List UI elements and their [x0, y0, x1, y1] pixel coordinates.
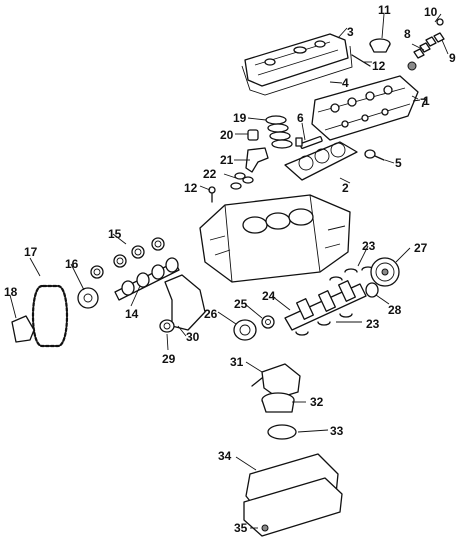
camshaft: [114, 257, 180, 301]
oil-pickup: [261, 392, 295, 413]
callout-23a: 23: [362, 239, 376, 253]
head-gasket: [284, 141, 358, 181]
callout-7: 7: [420, 96, 427, 110]
pushrod: [351, 54, 371, 67]
main-bearings-top: [329, 266, 375, 281]
crankshaft: [284, 280, 367, 331]
callout-32: 32: [310, 395, 324, 409]
engine-block: [199, 194, 351, 283]
callout-15: 15: [108, 227, 122, 241]
callout-20: 20: [220, 128, 234, 142]
lifter-guide: [247, 129, 259, 141]
valve-lifter: [265, 115, 293, 149]
front-seal: [159, 319, 175, 333]
callout-22: 22: [203, 167, 217, 181]
callout-4: 4: [342, 76, 349, 90]
callout-6: 6: [297, 111, 304, 125]
chain-tensioner: [11, 315, 35, 343]
callout-27: 27: [414, 241, 428, 255]
rocker-arm: [245, 147, 269, 173]
callout-25: 25: [234, 297, 248, 311]
valve-cover: [244, 33, 349, 87]
callout-24: 24: [262, 289, 276, 303]
pan-gasket-ring: [267, 424, 297, 440]
callout-35: 35: [234, 521, 248, 535]
harmonic-balancer: [370, 257, 400, 287]
callout-21: 21: [220, 153, 234, 167]
valve-spring-set: [407, 18, 445, 71]
crank-pulley: [233, 319, 257, 341]
valve-cover-gasket: [241, 45, 353, 96]
callout-18: 18: [4, 285, 18, 299]
callout-14: 14: [125, 307, 139, 321]
bolt: [208, 186, 216, 203]
callout-12b: 12: [184, 181, 198, 195]
thrust-bearing: [261, 315, 275, 329]
rear-seal: [365, 282, 379, 298]
callout-30: 30: [186, 330, 200, 344]
cylinder-head: [311, 75, 419, 141]
head-bolt: [295, 135, 323, 149]
callout-28: 28: [388, 303, 402, 317]
callout-33: 33: [330, 424, 344, 438]
callout-31: 31: [230, 355, 244, 369]
callout-10: 10: [424, 5, 438, 19]
valve-retainer: [369, 38, 391, 53]
callout-19: 19: [233, 111, 247, 125]
timing-cover: [164, 274, 206, 331]
callout-2: 2: [342, 181, 349, 195]
callouts: 1 2 3 4 5 6 7 8 9 10 11 12 12 14 15 16 1…: [4, 3, 456, 535]
main-bearings-bottom: [295, 313, 353, 336]
callout-5: 5: [395, 156, 402, 170]
callout-9: 9: [449, 51, 456, 65]
callout-23b: 23: [366, 317, 380, 331]
callout-3: 3: [347, 25, 354, 39]
callout-17: 17: [24, 245, 38, 259]
callout-29: 29: [162, 352, 176, 366]
callout-34: 34: [218, 449, 232, 463]
callout-8: 8: [404, 27, 411, 41]
crank-sprocket: [77, 287, 99, 309]
rocker-pivot: [230, 172, 254, 190]
leader-lines: [9, 13, 449, 529]
callout-16: 16: [65, 257, 79, 271]
callout-12a: 12: [372, 59, 386, 73]
callout-1: 1: [423, 94, 430, 108]
callout-26: 26: [204, 307, 218, 321]
oil-pan: [243, 477, 343, 537]
oil-pump: [251, 363, 301, 399]
valve: [364, 149, 385, 161]
cam-bearing-set: [90, 237, 165, 279]
timing-chain: [31, 284, 69, 348]
callout-11: 11: [378, 3, 391, 17]
